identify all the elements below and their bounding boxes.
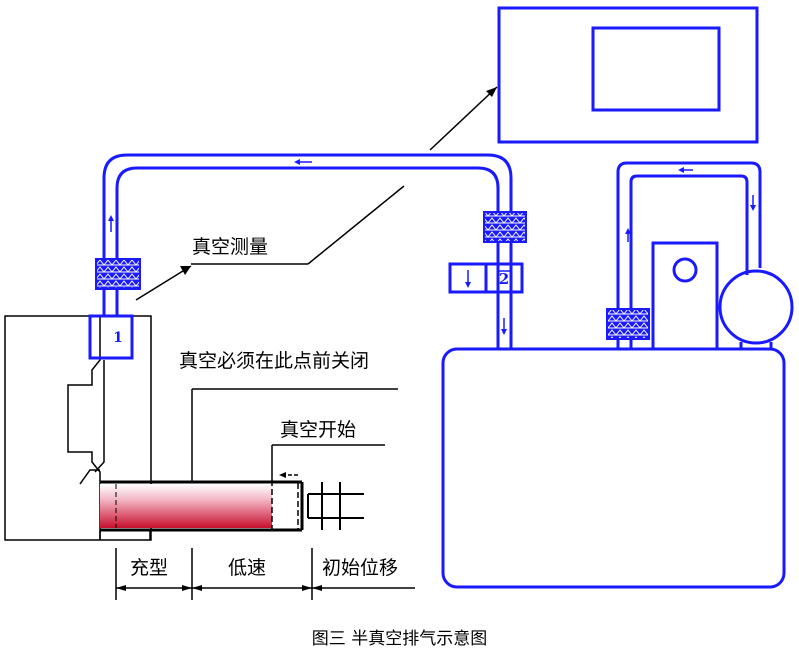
molten-metal-fill: [100, 484, 272, 528]
label-vacuum-start: 真空开始: [280, 419, 356, 441]
semi-vacuum-exhaust-diagram: 2 1: [4, 6, 794, 600]
valve-1-label: 1: [113, 330, 123, 346]
label-initial-displacement: 初始位移: [322, 557, 398, 579]
label-fill: 充型: [130, 557, 168, 579]
measure-arrow-icon: [486, 87, 497, 97]
filter-main-right: [483, 211, 527, 243]
pump-gauge-icon: [672, 257, 698, 283]
label-vacuum-measure: 真空测量: [192, 236, 268, 258]
vacuum-pump-body: [651, 241, 719, 351]
plunger-direction-arrow-icon: [279, 472, 286, 478]
die-casting-die: [4, 315, 152, 541]
valve-1: 1: [88, 314, 134, 360]
figure-caption: 图三 半真空排气示意图: [311, 629, 488, 649]
vacuum-tank: [441, 347, 786, 589]
stroke-dimension: [115, 548, 415, 600]
pump-loop-pipe: [616, 161, 762, 349]
pump-motor-icon: [718, 269, 794, 345]
main-vacuum-pipe: [102, 153, 513, 349]
shot-sleeve: [99, 480, 364, 540]
plunger-tip: [271, 481, 299, 531]
valve-2: 2: [448, 262, 524, 294]
label-vacuum-close-before: 真空必须在此点前关闭: [179, 350, 369, 372]
control-box: [497, 6, 759, 144]
filter-main-left: [95, 258, 141, 290]
control-box-screen: [591, 26, 721, 112]
filter-pump: [606, 308, 650, 340]
valve-2-label: 2: [499, 270, 509, 288]
label-low-speed: 低速: [228, 557, 266, 579]
